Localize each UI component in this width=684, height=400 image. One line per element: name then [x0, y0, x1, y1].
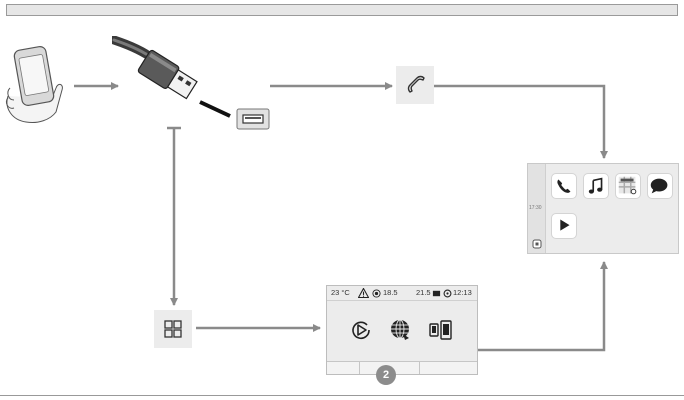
phone-app-square[interactable] [396, 66, 434, 104]
temperature-right: 21.5 [416, 288, 431, 297]
home-button-icon[interactable] [532, 239, 542, 249]
carplay-messages-tile[interactable] [647, 173, 673, 199]
head-unit-footer [327, 361, 477, 374]
message-bubble-icon [650, 178, 668, 194]
carplay-maps-tile[interactable] [615, 173, 641, 199]
head-unit-display: 23 °C 18.5 21.5 12:13 [326, 285, 478, 375]
maps-icon [618, 176, 637, 195]
status-bar: 23 °C 18.5 21.5 12:13 [327, 286, 477, 301]
globe-icon[interactable] [389, 318, 413, 342]
music-note-icon [588, 177, 603, 194]
settings-icon [443, 286, 452, 303]
usb-cable-icon [112, 36, 231, 118]
usb-port-icon [236, 108, 270, 130]
carplay-side-time: 17:30 [529, 205, 542, 211]
smartphone-in-hand-icon [5, 45, 63, 123]
telephone-handset-icon [407, 75, 425, 93]
mirror-screen-icon[interactable] [429, 319, 453, 341]
apps-grid-icon [164, 320, 182, 338]
play-circle-icon[interactable] [350, 319, 372, 341]
bottom-rule [0, 395, 684, 396]
radio-icon [372, 286, 381, 303]
carplay-music-tile[interactable] [583, 173, 609, 199]
arrow-phone-icon-to-carplay [434, 84, 608, 159]
warning-icon [357, 286, 370, 303]
carplay-sidebar: 17:30 [528, 164, 546, 253]
step-badge: 2 [376, 365, 396, 385]
phone-icon [557, 179, 571, 193]
clock-value: 12:13 [453, 288, 472, 297]
temperature-left: 23 °C [331, 288, 350, 297]
header-bar [6, 4, 678, 16]
play-icon [560, 219, 570, 231]
apps-grid-square[interactable] [154, 310, 192, 348]
radio-value: 18.5 [383, 288, 398, 297]
carplay-phone-tile[interactable] [551, 173, 577, 199]
carplay-screen: 17:30 [527, 163, 679, 254]
carplay-now-playing-tile[interactable] [551, 213, 577, 239]
fan-icon [432, 286, 441, 303]
